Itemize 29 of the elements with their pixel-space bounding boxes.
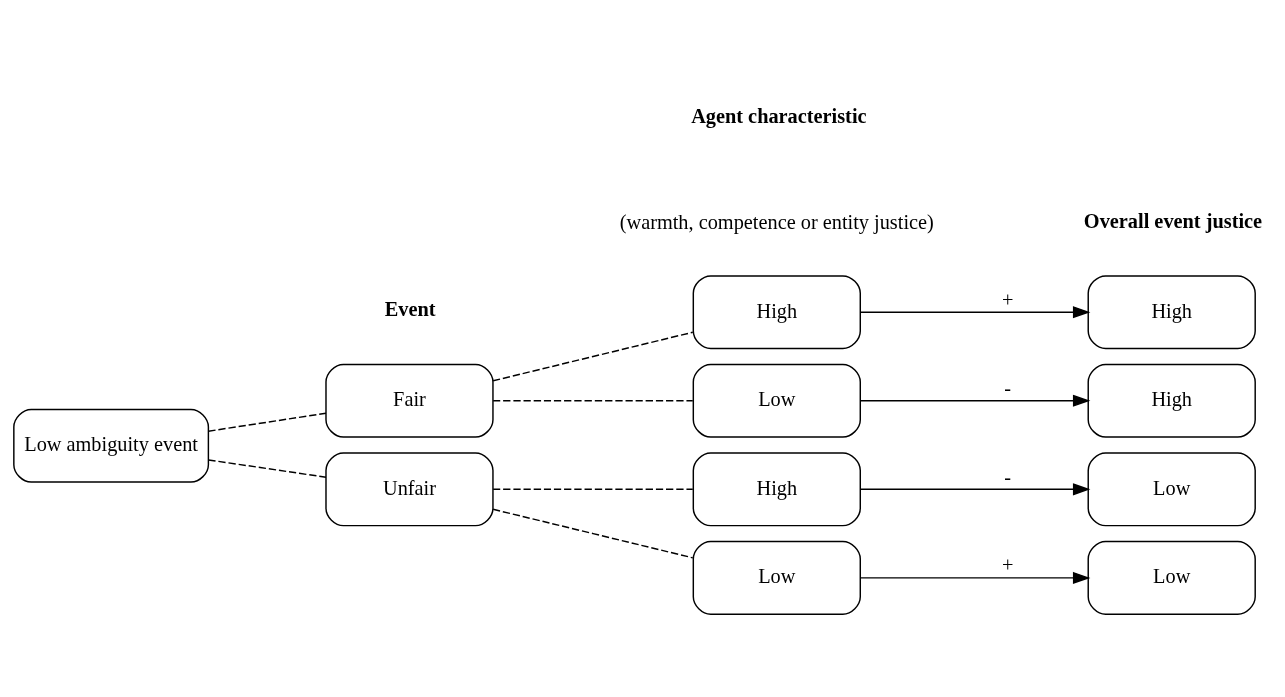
edge-label: - [1004,377,1012,400]
node-box: High [1087,275,1256,350]
edge-label: - [1004,465,1012,488]
connector [492,331,694,382]
arrow [859,306,1091,319]
connector [492,488,694,491]
connector [207,459,327,478]
node-box: Unfair [325,452,494,527]
node-box: Low [692,363,861,438]
label: Agent characteristic [691,105,867,128]
label: Overall event justice [1083,209,1263,232]
node-box: Low [1087,452,1256,527]
connector [492,508,694,559]
node-box: High [692,275,861,350]
connector [492,400,694,402]
node-box: Low [1087,540,1256,615]
arrow [859,571,1091,584]
node-box: Low [692,540,861,615]
node-box: Fair [325,363,494,438]
label: (warmth, competence or entity justice) [619,211,934,234]
arrow [859,483,1091,496]
connector [207,412,327,432]
node-box: High [692,452,861,527]
node-box: Low ambiguity event [13,408,210,483]
node-box: High [1087,363,1256,438]
edge-label: + [1001,554,1014,577]
edge-label: + [1001,288,1014,311]
label: Event [384,298,436,321]
arrow [859,394,1091,407]
